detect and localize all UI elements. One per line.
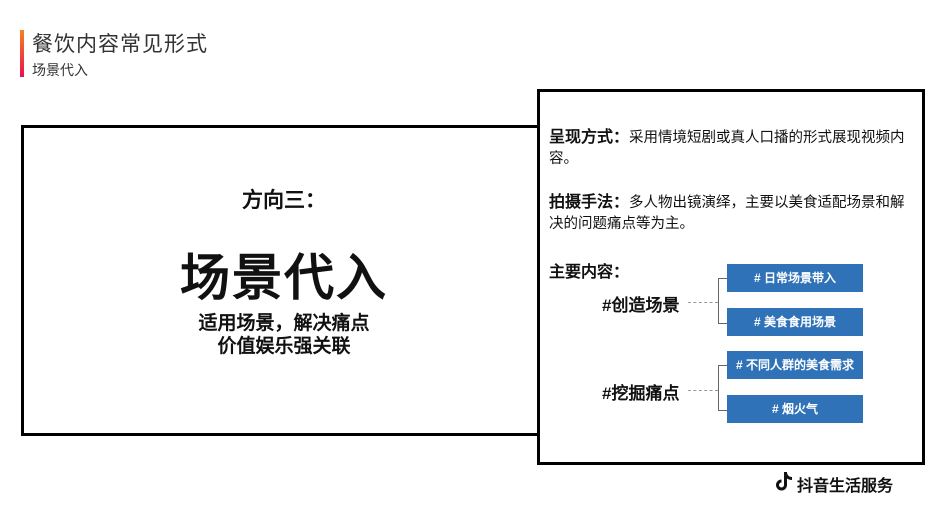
description-line-2: 价值娱乐强关联 [217,336,351,357]
topic-dig-pain-points: #挖掘痛点 [602,384,680,403]
brand-logo: 抖音生活服务 [775,471,893,496]
shooting-label: 拍摄手法： [549,194,630,211]
direction-description: 适用场景，解决痛点 价值娱乐强关联 [24,312,544,358]
shooting-paragraph: 拍摄手法：多人物出镜演绎，主要以美食适配场景和解决的问题痛点等为主。 [549,192,911,235]
presentation-paragraph: 呈现方式：采用情境短剧或真人口播的形式展现视频内容。 [549,127,911,170]
presentation-text: 采用情境短剧或真人口播的形式展现视频内容。 [549,130,905,167]
direction-card: 方向三： 场景代入 适用场景，解决痛点 价值娱乐强关联 [21,125,541,436]
topic-bracket [718,278,727,324]
title-accent-bar [20,30,24,77]
main-content-label: 主要内容： [549,264,630,281]
page-title: 餐饮内容常见形式 [32,33,208,56]
direction-title: 场景代入 [180,250,388,306]
topic-bracket [718,365,727,411]
shooting-text: 多人物出镜演绎，主要以美食适配场景和解决的问题痛点等为主。 [549,195,905,232]
node-fireworks-vibe: # 烟火气 [727,395,863,423]
topic-create-scene: #创造场景 [602,296,680,315]
direction-label: 方向三： [242,189,326,212]
douyin-note-icon [775,471,793,496]
topic-connector [688,302,718,303]
detail-card: 呈现方式：采用情境短剧或真人口播的形式展现视频内容。 拍摄手法：多人物出镜演绎，… [537,89,925,465]
brand-name: 抖音生活服务 [797,477,894,495]
topic-connector [688,390,718,391]
presentation-label: 呈现方式： [549,129,630,146]
description-line-1: 适用场景，解决痛点 [198,313,370,334]
node-daily-scene: # 日常场景带入 [727,264,863,292]
node-group-food-needs: # 不同人群的美食需求 [727,351,863,379]
page-subtitle: 场景代入 [32,62,88,78]
node-food-eating-scene: # 美食食用场景 [727,308,863,336]
